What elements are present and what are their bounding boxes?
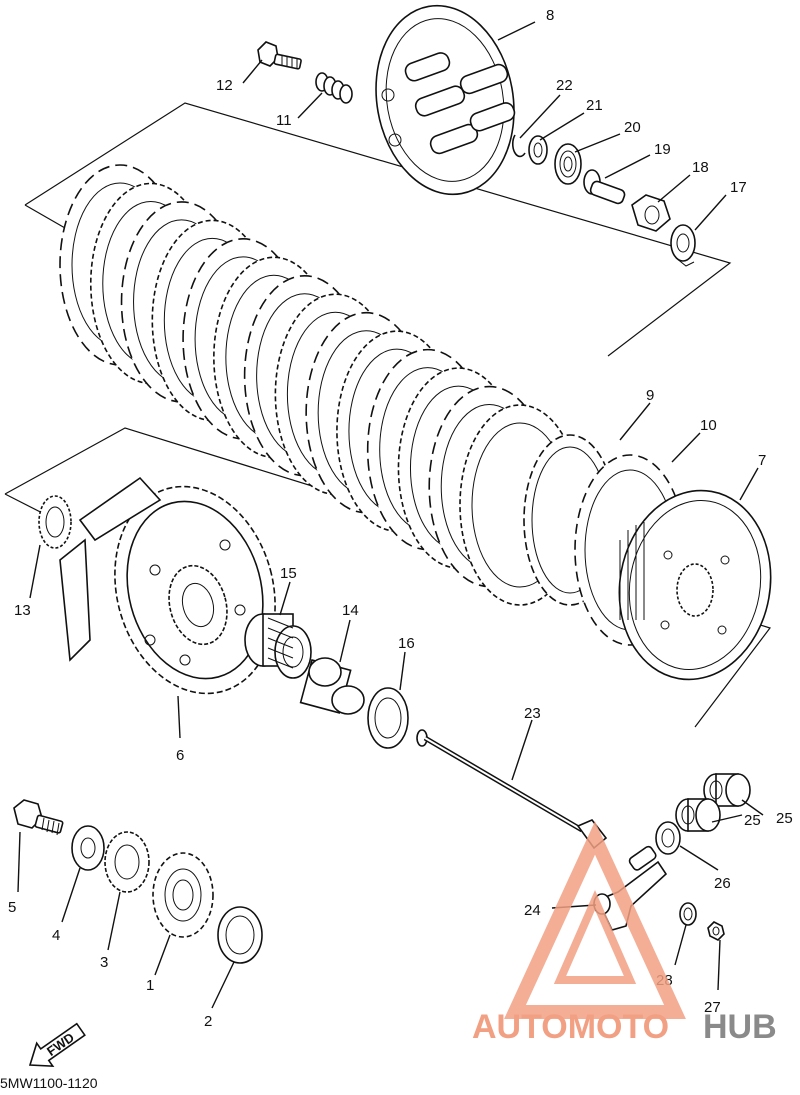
callout-5: 5 bbox=[8, 899, 16, 916]
callout-20: 20 bbox=[624, 119, 641, 136]
callout-27: 27 bbox=[704, 999, 721, 1016]
watermark-logo: AUTOMOTO HUB bbox=[472, 821, 777, 1046]
bolt-12-part bbox=[257, 41, 302, 70]
clutch-boss-7-part bbox=[618, 489, 772, 681]
thrust-washer-13-part bbox=[38, 495, 72, 549]
lock-washer-17-part bbox=[670, 224, 696, 267]
fwd-arrow-icon: FWD bbox=[28, 1022, 86, 1068]
gear-1-part bbox=[152, 852, 214, 938]
bolt-27-part bbox=[707, 921, 725, 941]
circlip-22-part bbox=[511, 134, 526, 158]
watermark-text-hub: HUB bbox=[703, 1008, 777, 1046]
callout-15: 15 bbox=[280, 565, 297, 582]
callout-16: 16 bbox=[398, 635, 415, 652]
callout-11: 11 bbox=[276, 112, 292, 129]
callout-19: 19 bbox=[654, 141, 671, 158]
callout-18: 18 bbox=[692, 159, 709, 176]
callout-10: 10 bbox=[700, 417, 717, 434]
callout-13: 13 bbox=[14, 602, 31, 619]
bolt-5-part bbox=[13, 799, 64, 836]
nut-18-part bbox=[631, 194, 671, 232]
bearing-25a-part bbox=[703, 773, 751, 807]
gear-3-part bbox=[104, 831, 150, 893]
washer-21-part bbox=[528, 135, 548, 165]
o-ring-28-part bbox=[679, 902, 697, 926]
callout-12: 12 bbox=[216, 77, 233, 94]
callout-26: 26 bbox=[714, 875, 731, 892]
callout-9: 9 bbox=[646, 387, 654, 404]
push-rod-19-part bbox=[583, 169, 626, 205]
clutch-housing-6-part bbox=[59, 476, 276, 695]
callout-labels: 8 12 11 22 21 20 19 18 17 9 10 7 15 13 1… bbox=[8, 7, 793, 1030]
bearing-20-part bbox=[554, 143, 582, 185]
callout-25b: 25 bbox=[744, 812, 761, 829]
callout-3: 3 bbox=[100, 954, 108, 971]
watermark-text-auto: AUTOMOTO bbox=[472, 1008, 669, 1046]
callout-6: 6 bbox=[176, 747, 184, 764]
callout-24: 24 bbox=[524, 902, 541, 919]
callout-14: 14 bbox=[342, 602, 359, 619]
callout-25a: 25 bbox=[776, 810, 793, 827]
callout-21: 21 bbox=[586, 97, 603, 114]
spring-11-part bbox=[315, 72, 353, 104]
callout-2: 2 bbox=[204, 1013, 212, 1030]
push-rod-23-part bbox=[416, 729, 608, 850]
bearing-2-part bbox=[217, 906, 263, 964]
needle-bearing-15-part bbox=[244, 613, 312, 679]
push-lever-shaft-24-part bbox=[593, 845, 668, 931]
callout-17: 17 bbox=[730, 179, 747, 196]
diagram-code: 5MW1100-1120 bbox=[0, 1075, 98, 1090]
oil-seal-26-part bbox=[655, 821, 681, 855]
spacer-14-part bbox=[299, 657, 365, 715]
bearing-25b-part bbox=[675, 798, 721, 832]
callout-22: 22 bbox=[556, 77, 573, 94]
callout-4: 4 bbox=[52, 927, 60, 944]
callout-8: 8 bbox=[546, 7, 554, 24]
callout-7: 7 bbox=[758, 452, 766, 469]
pressure-plate-part bbox=[375, 4, 516, 196]
washer-4-part bbox=[71, 825, 105, 871]
callout-23: 23 bbox=[524, 705, 541, 722]
washer-16-part bbox=[367, 687, 409, 749]
clutch-plate-stack bbox=[59, 164, 581, 606]
callout-1: 1 bbox=[146, 977, 154, 994]
